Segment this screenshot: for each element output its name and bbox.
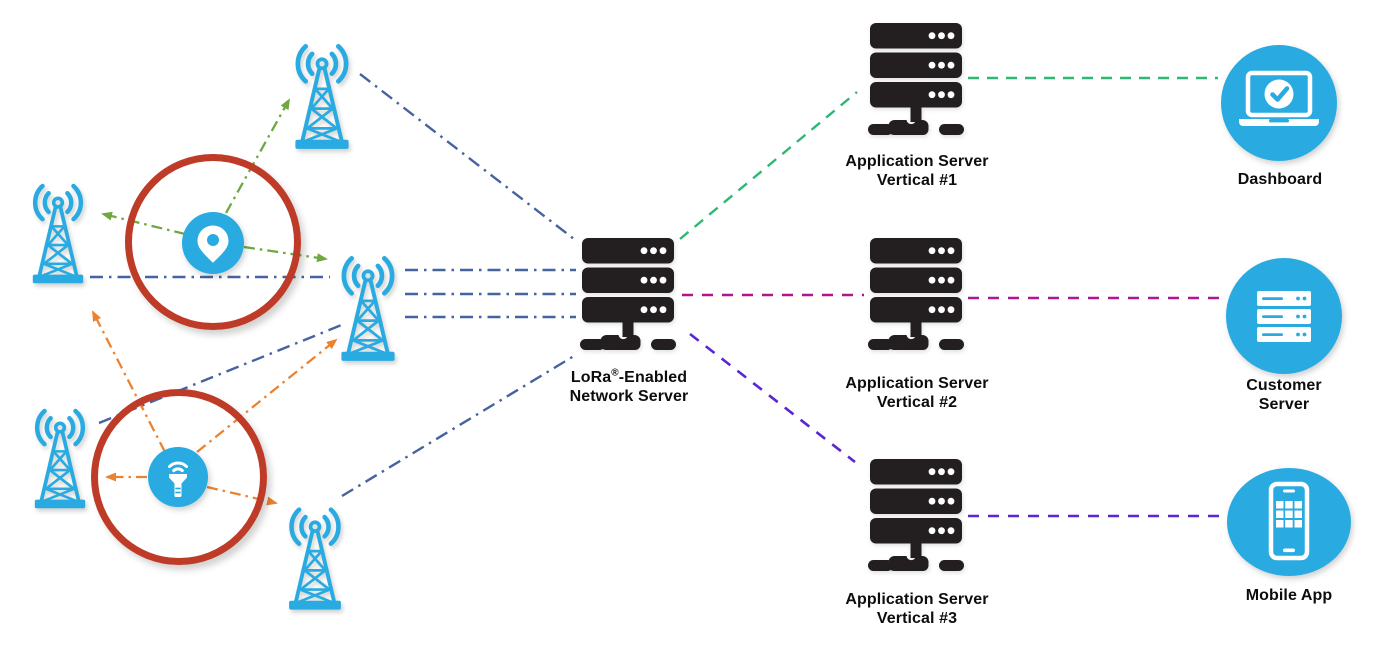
network-server-label: LoRa®-Enabled Network Server: [569, 368, 689, 406]
cell-tower-icon: [24, 400, 96, 520]
cell-tower-icon: [330, 242, 406, 378]
customer-server-label: Customer Server: [1246, 377, 1322, 413]
map-pin-icon: [182, 212, 244, 274]
server-stack-icon: [578, 238, 678, 356]
smartphone-icon: [1227, 468, 1351, 576]
dashboard-label: Dashboard: [1237, 171, 1323, 188]
mobile-app-label: Mobile App: [1245, 587, 1333, 604]
tracker-highlight-ring: [125, 154, 301, 330]
server-stack-icon: [866, 238, 966, 356]
laptop-check-icon: [1221, 45, 1337, 161]
app-server-1-label: Application Server Vertical #1: [845, 153, 989, 189]
cell-tower-icon: [278, 498, 352, 622]
sensor-icon: [148, 447, 208, 507]
app-server-3-label: Application Server Vertical #3: [845, 591, 989, 627]
app-server-2-label: Application Server Vertical #2: [845, 375, 989, 411]
server-stack-icon: [866, 459, 966, 577]
server-rack-icon: [1226, 258, 1342, 374]
cell-tower-icon: [284, 34, 360, 162]
sensor-highlight-ring: [91, 389, 267, 565]
cell-tower-icon: [22, 176, 94, 294]
link-gateway-top-to-network-server: [359, 73, 575, 240]
server-stack-icon: [866, 23, 966, 141]
